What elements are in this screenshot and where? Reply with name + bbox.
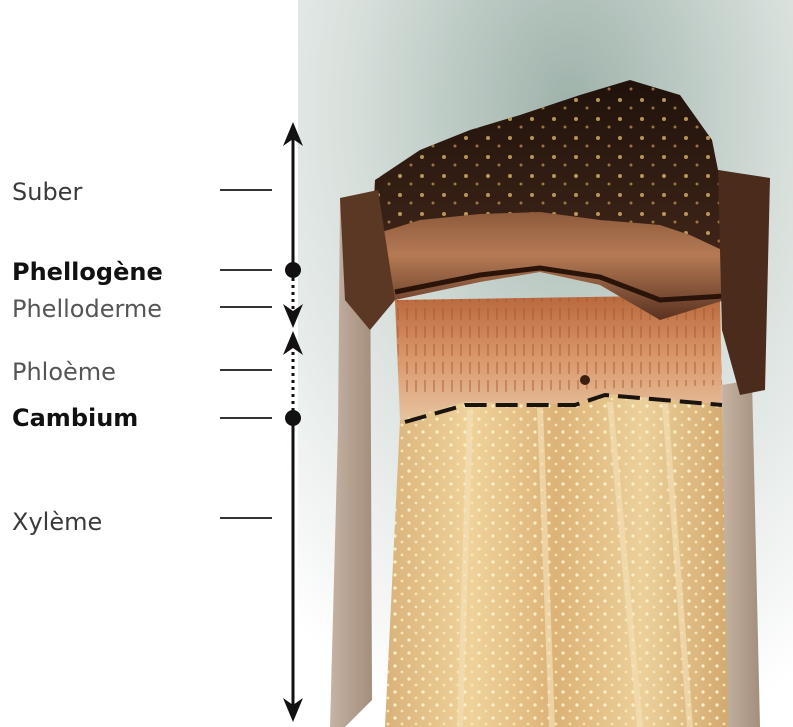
label-suber: Suber <box>12 178 82 206</box>
label-xyleme: Xylème <box>12 508 102 536</box>
phloem-dark-spot <box>580 375 590 385</box>
phellogene-dot <box>285 262 301 278</box>
label-ticks <box>220 190 272 518</box>
label-phloeme: Phloème <box>12 358 116 386</box>
label-phelloderme: Phelloderme <box>12 295 162 323</box>
label-cambium: Cambium <box>12 404 138 432</box>
label-phellogene: Phellogène <box>12 258 163 286</box>
